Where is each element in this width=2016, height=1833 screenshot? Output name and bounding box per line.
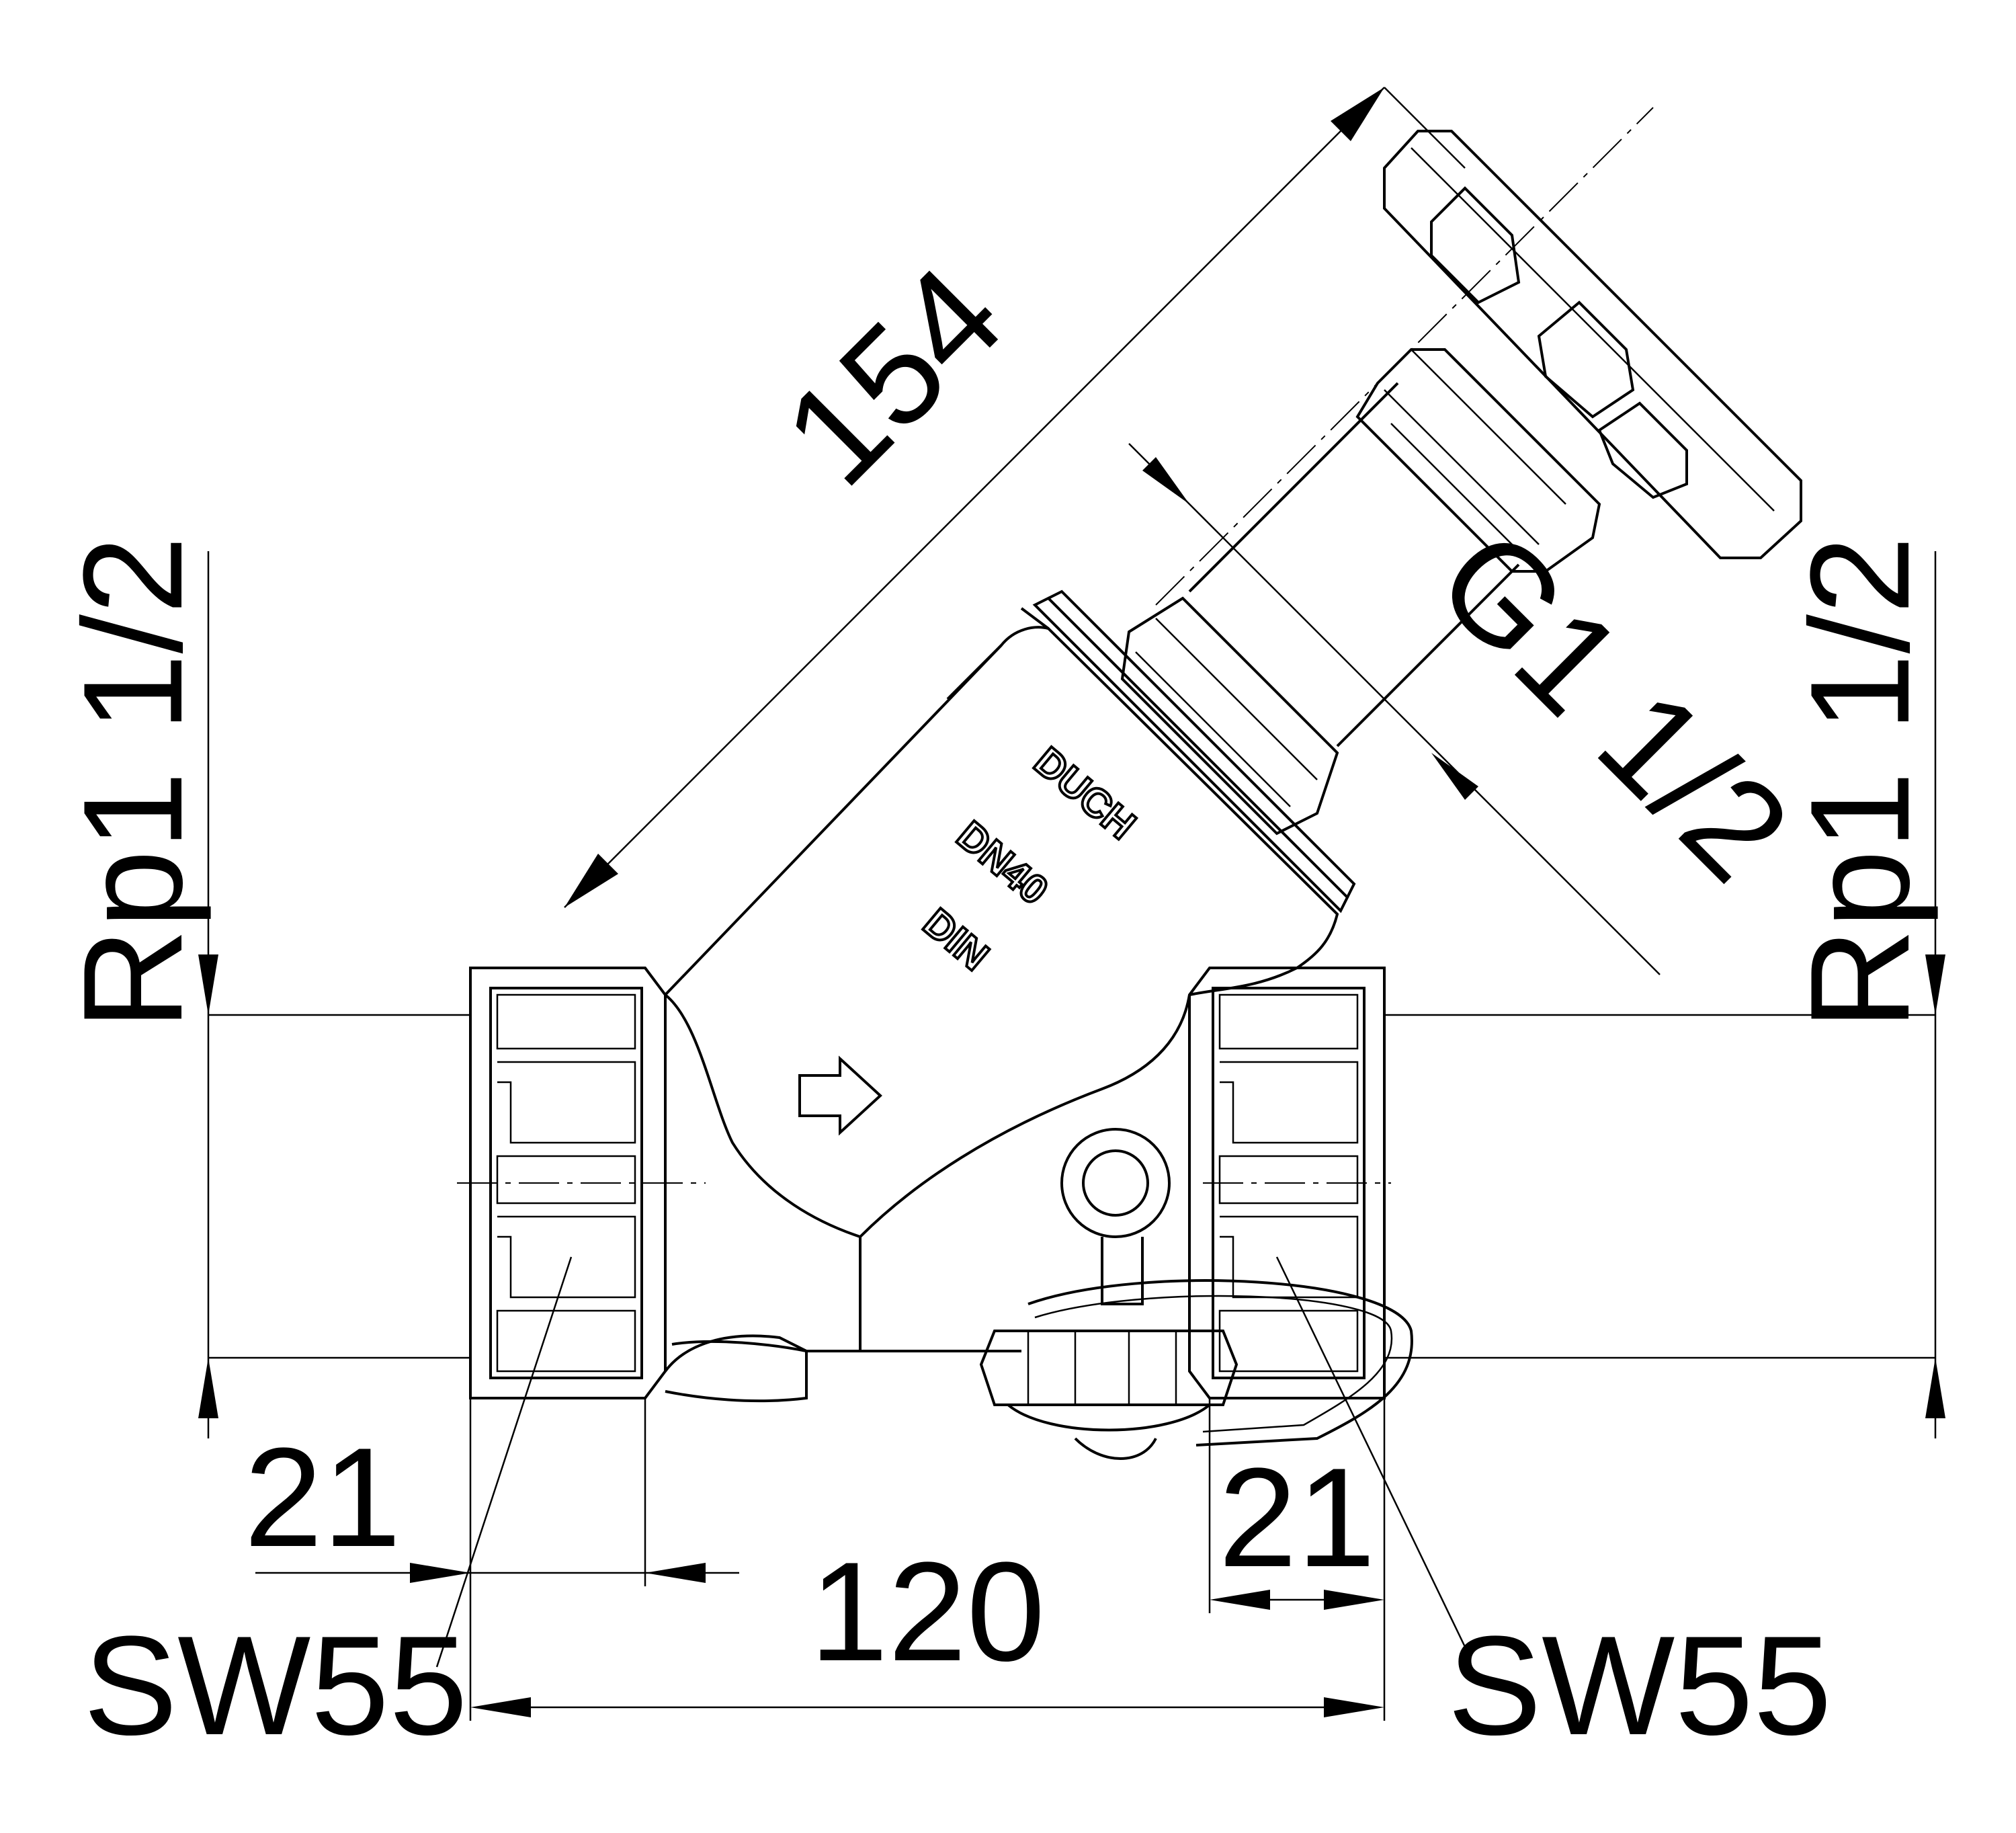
bonnet-hex-nut <box>1120 596 1339 836</box>
dimension-lines <box>198 87 1945 1721</box>
dim-thread-left: Rp1 1/2 <box>54 536 212 1030</box>
dim-face-depth-left: 21 <box>244 1418 401 1576</box>
dim-face-depth-right: 21 <box>1218 1438 1376 1596</box>
bonnet-neck <box>664 626 1339 996</box>
dim-total-length: 120 <box>810 1533 1045 1691</box>
gland-nut <box>1355 348 1601 573</box>
dim-bonnet-thread: G1 1/2 <box>1408 499 1819 911</box>
dim-height: 154 <box>754 237 1032 515</box>
standard-mark: DIN <box>915 900 997 979</box>
center-lines <box>457 107 1654 1184</box>
body-markings: DUCH DN40 DIN <box>914 737 1146 981</box>
drain-boss <box>664 1334 808 1403</box>
body-casting <box>664 993 1191 1352</box>
test-cap <box>979 1128 1413 1460</box>
dim-thread-right: Rp1 1/2 <box>1781 536 1939 1030</box>
nominal-size-mark: DN40 <box>949 813 1057 913</box>
dim-wrench-right: SW55 <box>1447 1606 1832 1764</box>
spindle <box>1188 382 1520 747</box>
flow-arrow-icon <box>798 1055 882 1136</box>
maker-mark: DUCH <box>1026 739 1144 848</box>
dim-wrench-left: SW55 <box>83 1606 468 1764</box>
bonnet-ring <box>1032 596 1349 913</box>
handwheel <box>1383 130 1802 559</box>
dimension-labels: 120 21 21 SW55 SW55 Rp1 1/2 Rp1 1/2 154 … <box>54 237 1939 1764</box>
